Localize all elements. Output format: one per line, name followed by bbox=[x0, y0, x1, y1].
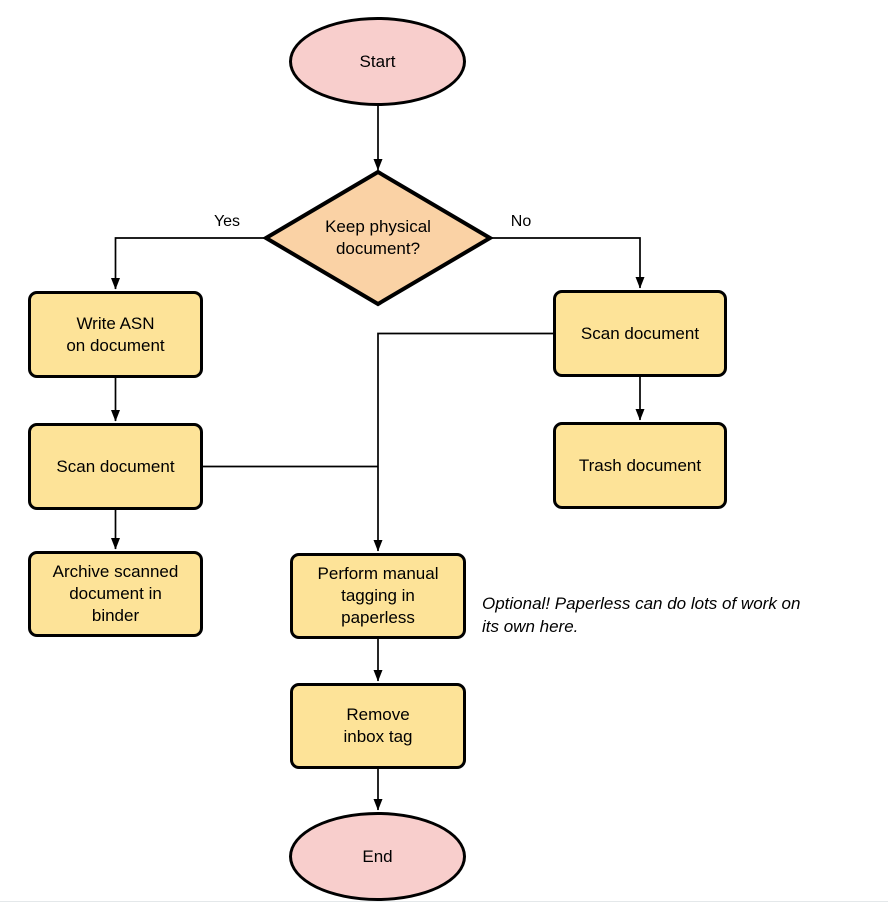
process-trash-document: Trash document bbox=[553, 422, 727, 509]
process-scan-document-right: Scan document bbox=[553, 290, 727, 377]
process-label: Archive scanned document in binder bbox=[52, 562, 179, 625]
edge-scan-right-to-tagging bbox=[373, 332, 553, 552]
process-label: Write ASN on document bbox=[66, 313, 165, 355]
edge-label-no: No bbox=[510, 213, 532, 230]
process-manual-tagging: Perform manual tagging in paperless bbox=[290, 553, 466, 639]
process-scan-document-left: Scan document bbox=[28, 423, 203, 510]
canvas-bottom-divider bbox=[0, 901, 888, 902]
edge-decision-no-to-scan-right bbox=[490, 237, 645, 289]
end-node: End bbox=[289, 812, 466, 901]
process-label: Trash document bbox=[578, 455, 702, 475]
process-label: Scan document bbox=[56, 456, 175, 476]
process-label: Remove inbox tag bbox=[343, 705, 413, 746]
edge-label-yes: Yes bbox=[213, 213, 241, 230]
start-node: Start bbox=[289, 17, 466, 106]
decision-diamond-shape bbox=[262, 169, 494, 307]
process-write-asn-on-document: Write ASN on document bbox=[28, 291, 203, 378]
edge-decision-yes-to-write-asn bbox=[111, 237, 265, 290]
end-node-label: End bbox=[362, 846, 393, 866]
optional-annotation: Optional! Paperless can do lots of work … bbox=[482, 594, 801, 636]
process-archive-scanned-document: Archive scanned document in binder bbox=[28, 551, 203, 637]
start-node-label: Start bbox=[359, 51, 396, 71]
process-remove-inbox-tag: Remove inbox tag bbox=[290, 683, 466, 769]
process-label: Scan document bbox=[580, 323, 700, 343]
decision-node-label: Keep physical document? bbox=[325, 217, 431, 258]
process-label: Perform manual tagging in paperless bbox=[317, 564, 439, 627]
